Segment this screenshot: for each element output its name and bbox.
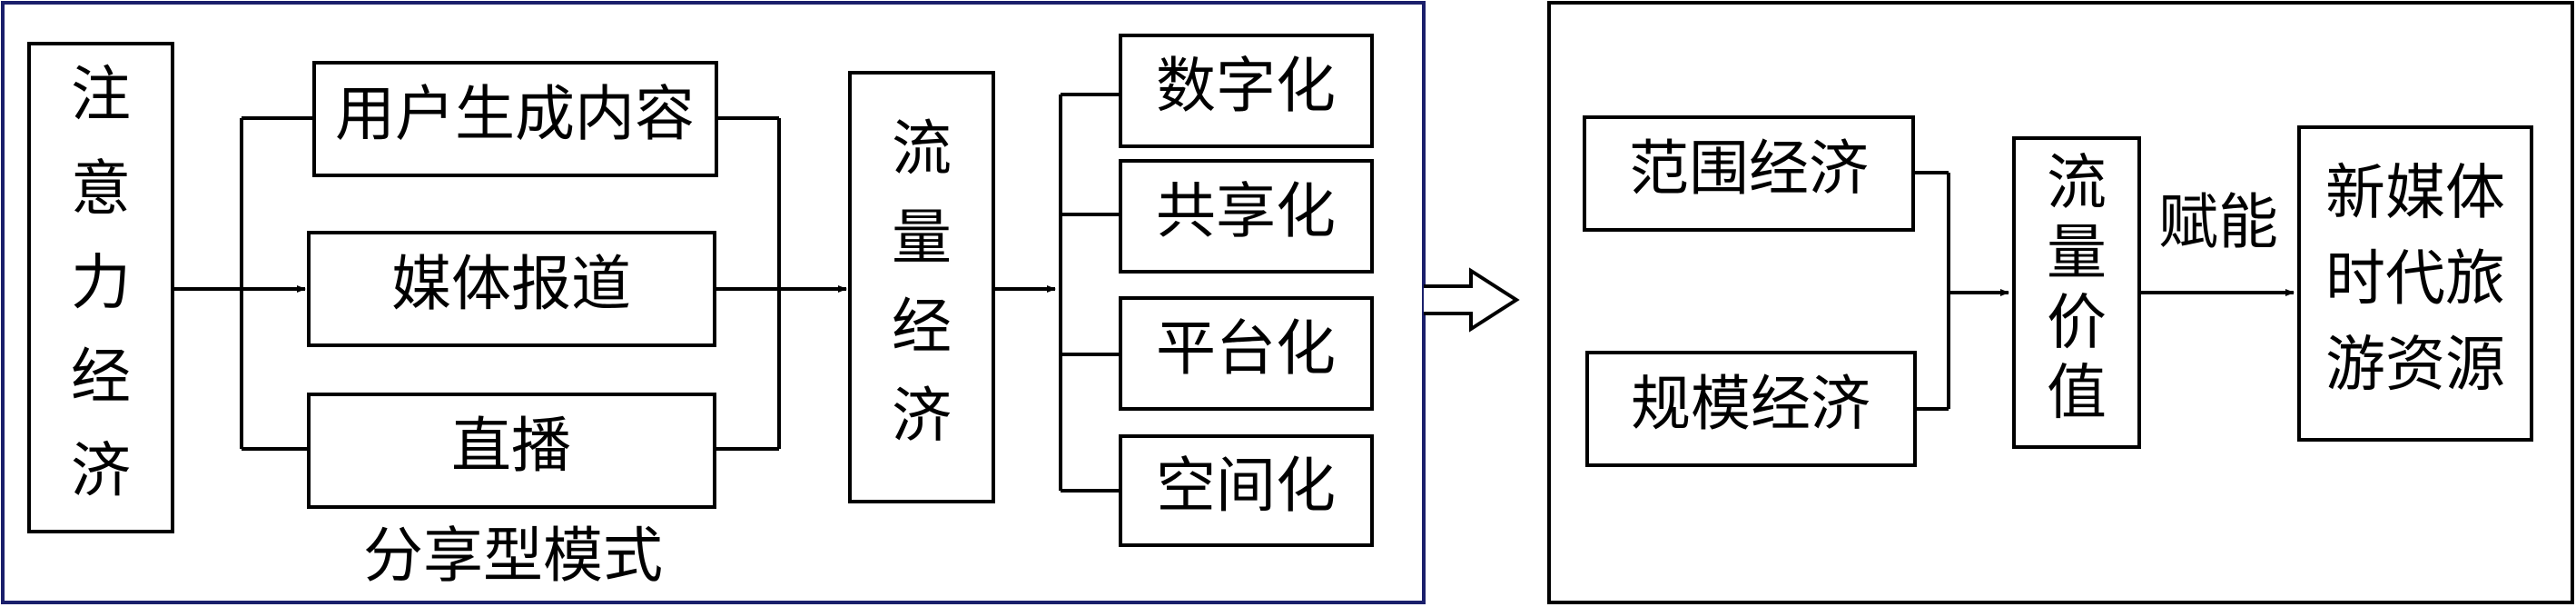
content-node-box-1 (312, 61, 718, 177)
feature-node-label-2: 共享化 (1156, 176, 1336, 246)
source-node-box (27, 42, 174, 533)
content-node-label-2: 媒体报道 (391, 249, 631, 319)
input-node-label-1: 范围经济 (1629, 134, 1869, 204)
content-node-label-3: 直播 (451, 411, 571, 481)
panel-transition-arrow (1424, 267, 1520, 333)
target-node-line: 时代旅 (2325, 244, 2505, 313)
mode-caption: 分享型模式 (363, 521, 663, 591)
content-node-label-1: 用户生成内容 (335, 79, 695, 149)
enable-arrow-label: 赋能 (2158, 187, 2278, 257)
source-node-label: 注意力经济 (71, 60, 131, 506)
target-node-box (2297, 125, 2533, 442)
input-node-label-2: 规模经济 (1631, 369, 1870, 439)
value-node-label: 流量价值 (2047, 148, 2107, 428)
feature-node-box-3 (1119, 296, 1374, 411)
middle-node-label: 流量经济 (892, 114, 952, 451)
right-panel-frame (1547, 1, 2574, 604)
feature-node-box-2 (1119, 159, 1374, 274)
feature-node-box-1 (1119, 34, 1374, 148)
feature-node-label-3: 平台化 (1156, 313, 1336, 383)
target-node-line: 游资源 (2325, 330, 2505, 400)
content-node-box-3 (307, 393, 716, 509)
content-node-box-2 (307, 231, 716, 347)
value-node-box (2012, 136, 2141, 449)
input-node-box-1 (1583, 115, 1915, 232)
feature-node-box-4 (1119, 434, 1374, 547)
feature-node-label-1: 数字化 (1156, 51, 1336, 121)
feature-node-label-4: 空间化 (1156, 451, 1336, 521)
input-node-box-2 (1585, 351, 1917, 467)
target-node-line: 新媒体 (2325, 157, 2505, 227)
